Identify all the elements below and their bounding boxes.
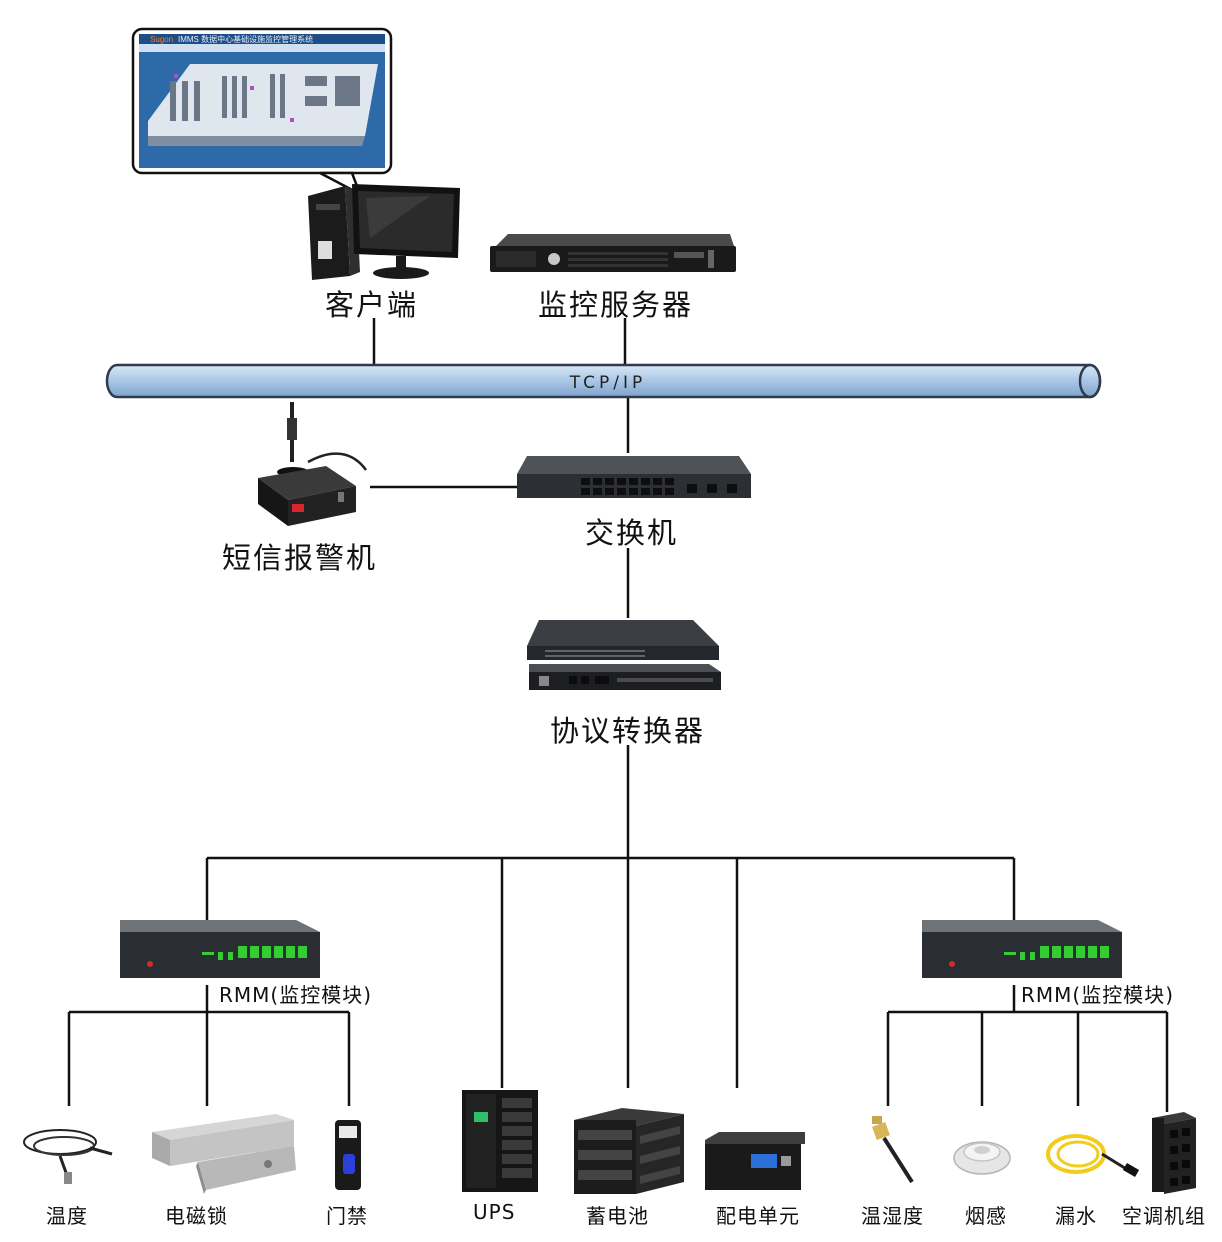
sms-alarm-icon (258, 402, 368, 526)
aircon-label: 空调机组 (1122, 1204, 1206, 1228)
protocol-converter-label: 协议转换器 (550, 714, 706, 748)
maglock-icon (152, 1114, 296, 1194)
access-device (333, 1118, 365, 1194)
ups-label: UPS (473, 1200, 516, 1224)
aircon-unit-icon (1152, 1112, 1196, 1194)
maglock-device (148, 1110, 298, 1195)
rmm-left-label: RMM(监控模块) (219, 983, 373, 1007)
rmm-left-icon (120, 920, 320, 978)
ups-icon (462, 1090, 538, 1192)
battery-rack-icon (574, 1108, 684, 1194)
switch-label: 交换机 (585, 516, 679, 550)
aircon-device (1148, 1110, 1200, 1194)
humiture-sensor-icon (872, 1116, 914, 1184)
server-node (488, 232, 738, 276)
battery-label: 蓄电池 (586, 1204, 649, 1228)
client-screen-title: IMMS 数据中心基础设施监控管理系统 (178, 34, 313, 44)
smoke-device (950, 1130, 1014, 1178)
smoke-detector-icon (953, 1141, 1011, 1175)
temperature-device (20, 1118, 120, 1188)
sms-alarm-node (248, 400, 373, 530)
protocol-converter-icon (527, 620, 721, 690)
humiture-device (866, 1110, 926, 1190)
tcpip-bus: TCP/IP (105, 363, 1102, 399)
leak-device (1044, 1126, 1144, 1184)
tcpip-label: TCP/IP (569, 373, 647, 393)
rmm-right-label: RMM(监控模块) (1021, 983, 1175, 1007)
rmm-right-node (920, 918, 1125, 980)
client-label: 客户端 (325, 288, 419, 322)
client-node: Sugon IMMS 数据中心基础设施监控管理系统 (130, 26, 470, 286)
access-reader-icon (335, 1120, 361, 1190)
client-illustration: Sugon IMMS 数据中心基础设施监控管理系统 (131, 27, 460, 280)
temperature-label: 温度 (46, 1204, 88, 1228)
client-screen-brand: Sugon (150, 35, 173, 44)
pdu-icon (705, 1132, 805, 1190)
maglock-label: 电磁锁 (165, 1204, 228, 1228)
temperature-sensor-icon (23, 1129, 113, 1184)
pdu-label: 配电单元 (716, 1204, 800, 1228)
pdu-device (703, 1130, 808, 1192)
switch-icon (517, 456, 751, 498)
access-label: 门禁 (326, 1204, 368, 1228)
smoke-label: 烟感 (965, 1204, 1007, 1228)
ups-device (460, 1088, 542, 1194)
rmm-right-icon (922, 920, 1122, 978)
server-icon (490, 234, 736, 272)
humiture-label: 温湿度 (861, 1204, 924, 1228)
leak-label: 漏水 (1055, 1204, 1097, 1228)
rmm-left-node (118, 918, 323, 980)
switch-node (515, 452, 755, 502)
battery-device (572, 1106, 687, 1196)
server-label: 监控服务器 (538, 288, 694, 322)
sms-alarm-label: 短信报警机 (222, 541, 378, 575)
leak-sensor-icon (1046, 1134, 1140, 1177)
protocol-converter-node (525, 618, 725, 696)
